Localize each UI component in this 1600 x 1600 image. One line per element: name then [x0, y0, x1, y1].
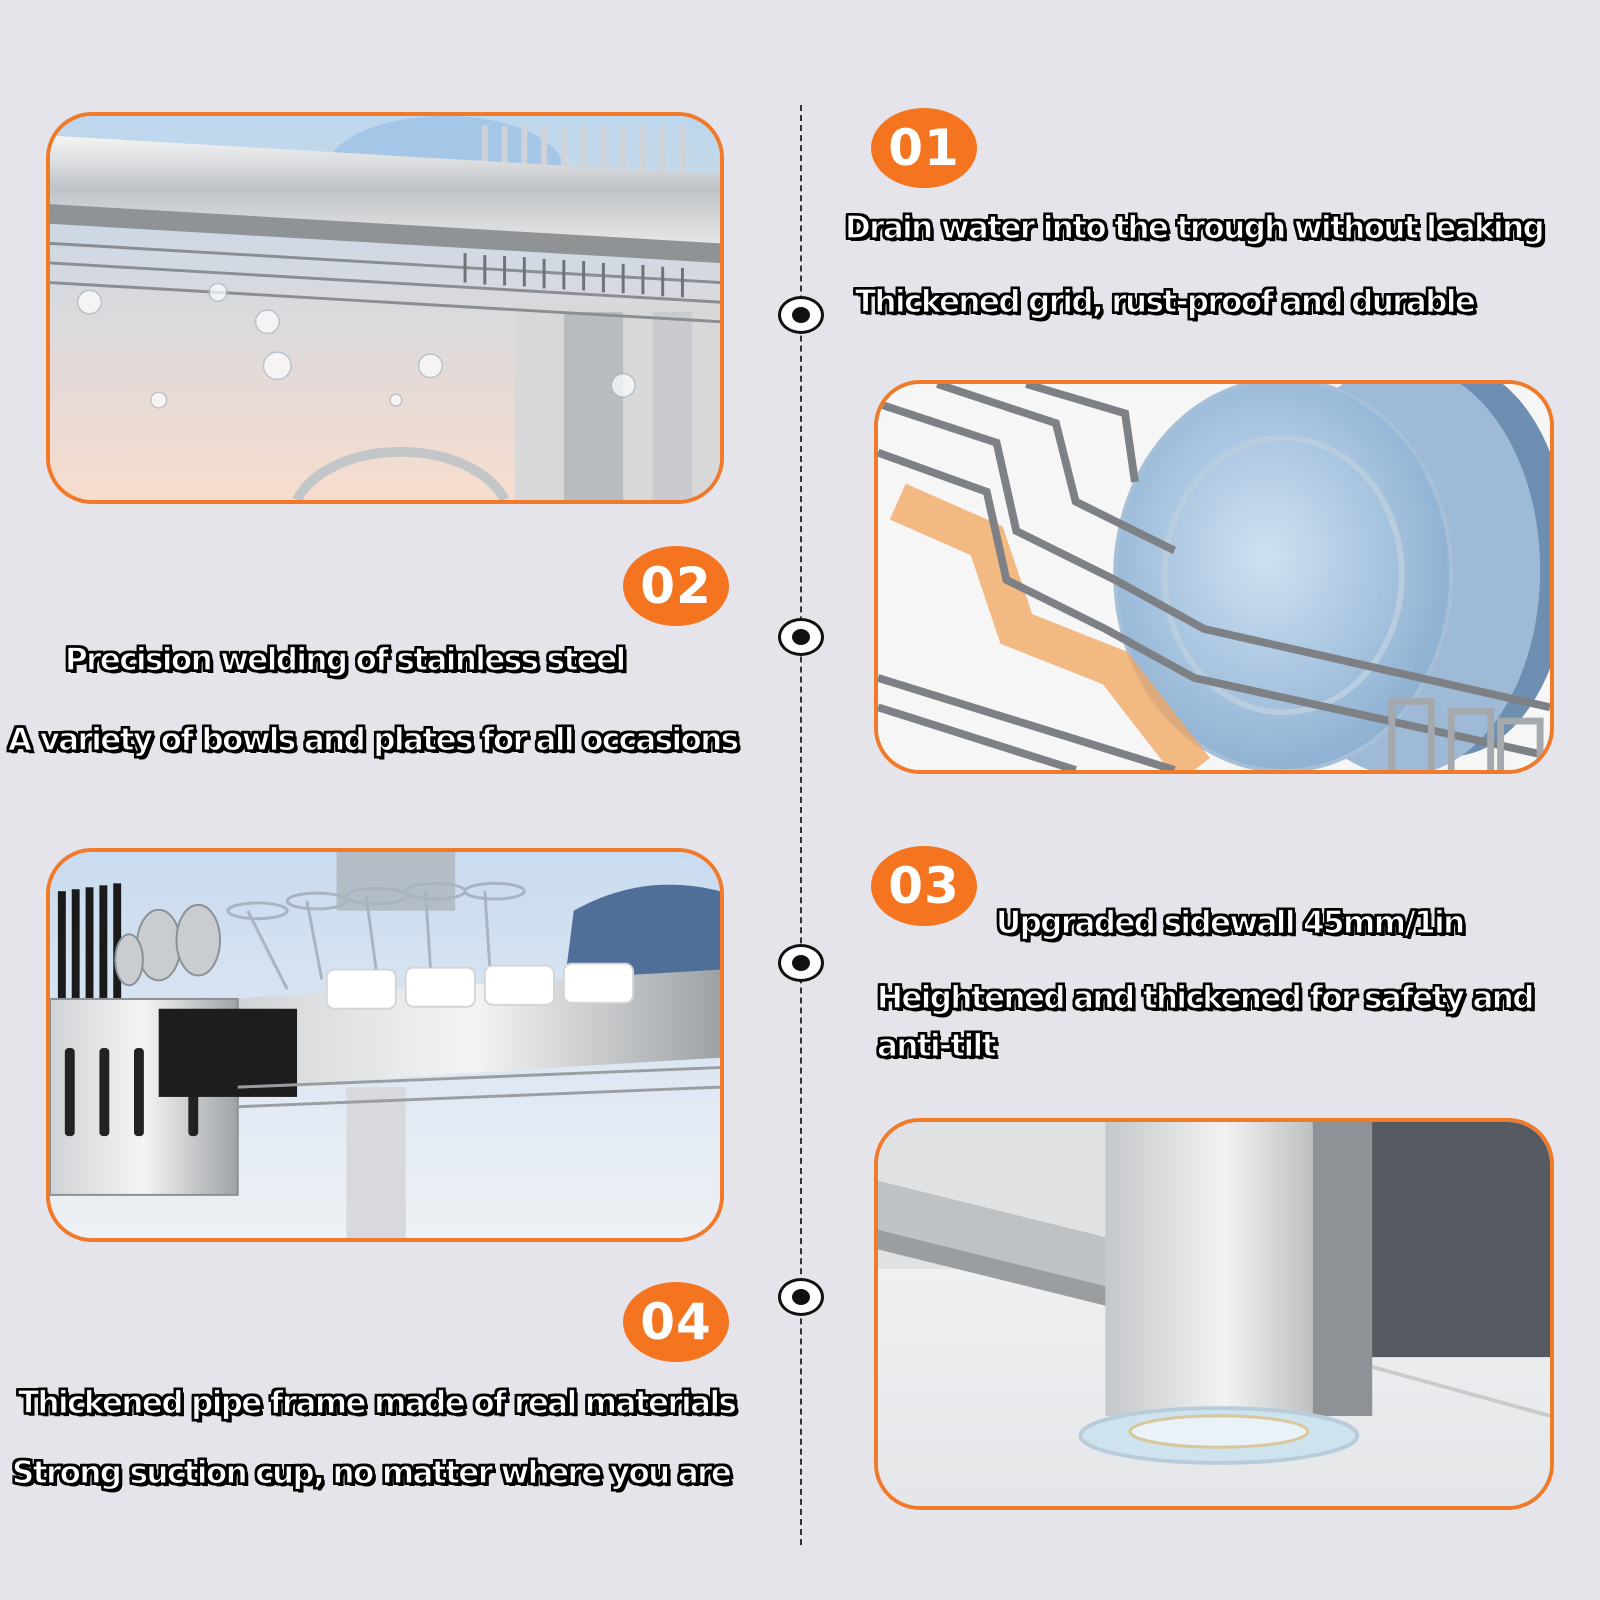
timeline-marker-3 [778, 944, 824, 982]
feature-number-badge-4: 04 [623, 1282, 729, 1362]
feature-number-badge-1: 01 [871, 108, 977, 188]
feature-3-title: Upgraded sidewall 45mm/1in [995, 904, 1465, 941]
timeline-marker-4 [778, 1278, 824, 1316]
feature-2-subtitle: A variety of bowls and plates for all oc… [7, 721, 739, 758]
drain-trough-photo [46, 112, 724, 504]
feature-1-subtitle: Thickened grid, rust-proof and durable [854, 283, 1476, 320]
feature-1-title: Drain water into the trough without leak… [844, 209, 1545, 246]
feature-4-title: Thickened pipe frame made of real materi… [17, 1384, 737, 1421]
cup-cutlery-rack-photo [46, 848, 724, 1242]
leg-suction-cup-photo [874, 1118, 1554, 1510]
plate-rack-photo [874, 380, 1554, 774]
leg-suction-cup-illustration [878, 1122, 1550, 1506]
feature-3-subtitle: Heightened and thickened for safety and … [876, 979, 1535, 1064]
timeline-marker-1 [778, 296, 824, 334]
feature-4-subtitle: Strong suction cup, no matter where you … [11, 1454, 732, 1491]
feature-number-badge-2: 02 [623, 546, 729, 626]
timeline-marker-2 [778, 618, 824, 656]
cup-cutlery-rack-illustration [50, 852, 720, 1238]
feature-number-badge-3: 03 [871, 846, 977, 926]
plate-rack-illustration [878, 384, 1550, 770]
drain-trough-illustration [50, 116, 720, 500]
center-dashed-timeline [800, 105, 802, 1545]
feature-2-title: Precision welding of stainless steel [64, 641, 626, 678]
